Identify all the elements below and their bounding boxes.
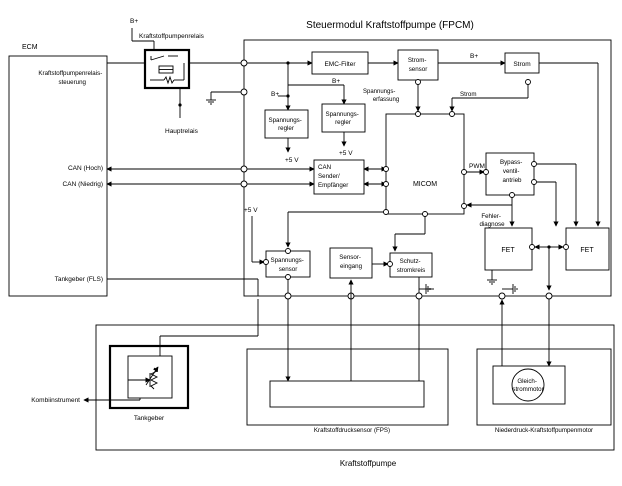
fps-inner-box [269, 380, 425, 408]
current-sensor-label: Strom- sensor [408, 57, 428, 73]
voltage-sensing-line-2: erfassung [373, 97, 399, 103]
emc-filter-label: EMC-Filter [324, 61, 356, 68]
micom-label: MICOM [413, 181, 437, 188]
fuel-pressure-sensor [246, 348, 449, 426]
current-line-label: Strom [460, 91, 477, 98]
sensor-input-line-1: Sensor- [339, 254, 361, 261]
voltage-regulator-1-line-2: regler [278, 125, 294, 132]
current-sensor [397, 49, 439, 81]
dc-motor [511, 368, 545, 402]
fuel-pump-label: Kraftstoffpumpe [340, 459, 397, 468]
can-transceiver [313, 159, 365, 195]
plus5v-label-3: +5 V [244, 207, 258, 214]
relay-control-line-2: steuerung [58, 79, 86, 86]
sensor-input-line-2: eingang [340, 263, 363, 270]
protection-circuit-line-1: Schutz- [400, 258, 421, 265]
voltage-regulator-2-line-2: regler [335, 119, 351, 126]
motor-label: Niederdruck-Kraftstoffpumpenmotor [495, 427, 593, 434]
fuel-pump-box [95, 324, 615, 451]
protection-circuit [389, 252, 433, 278]
fault-diagnosis-label: Fehler- diagnose [479, 213, 505, 228]
voltage-sensing-line-1: Spannungs- [363, 89, 395, 95]
instrument-cluster-label: Kombiinstrument [31, 397, 80, 404]
ecm-label: ECM [22, 44, 38, 51]
relay-supply-label: B+ [130, 18, 138, 25]
plus5v-label-2: +5 V [339, 150, 353, 157]
relay-control-label: Kraftstoffpumpenrelais- steuerung [38, 70, 104, 86]
fault-diagnosis-line-2: diagnose [479, 221, 505, 228]
battery-label-1: B+ [271, 91, 279, 98]
pwm-label: PWM [469, 163, 485, 170]
can-transceiver-line-3: Empfänger [318, 182, 348, 189]
voltage-sensor [265, 250, 311, 278]
bypass-valve-line-1: Bypass- [500, 159, 522, 166]
battery-label-2: B+ [470, 53, 478, 60]
bypass-valve-line-3: antrieb [503, 177, 522, 184]
tank-sender-label: Tankgeber [134, 415, 165, 422]
voltage-regulator-2 [321, 103, 366, 133]
protection-circuit-label: Schutz- stromkreis [397, 258, 426, 274]
can-transceiver-line-1: CAN [318, 164, 331, 171]
fault-diagnosis-line-1: Fehler- [481, 213, 501, 220]
fet-1-label: FET [501, 247, 515, 254]
current-box-label: Strom [513, 61, 530, 68]
dc-motor-line-1: Gleich- [517, 378, 537, 385]
can-transceiver-line-2: Sender/ [318, 173, 340, 180]
sensor-input-label: Sensor- eingang [339, 254, 362, 270]
voltage-regulator-1-label: Spannungs- regler [268, 117, 303, 132]
dc-motor-line-2: strommotor [512, 386, 543, 393]
voltage-sensor-label: Spannungs- sensor [270, 257, 305, 273]
protection-circuit-line-2: stromkreis [397, 267, 426, 274]
diagram-title: Steuermodul Kraftstoffpumpe (FPCM) [306, 20, 474, 31]
voltage-sensor-line-2: sensor [279, 266, 298, 273]
fet-2 [565, 227, 610, 271]
voltage-sensing-label: Spannungs- erfassung [363, 89, 399, 103]
bypass-valve-line-2: ventil- [503, 168, 520, 175]
battery-label-3: B+ [332, 78, 340, 85]
can-low-label: CAN (Niedrig) [63, 181, 103, 188]
voltage-regulator-2-line-1: Spannungs- [325, 111, 358, 118]
main-relay-label: Hauptrelais [165, 128, 199, 135]
can-transceiver-label: CAN Sender/ Empfänger [318, 164, 348, 189]
fps-label: Kraftstoffdrucksensor (FPS) [314, 427, 390, 434]
relay-control-line-1: Kraftstoffpumpenrelais- [38, 70, 102, 77]
voltage-regulator-1-line-1: Spannungs- [268, 117, 301, 124]
can-high-label: CAN (Hoch) [68, 165, 103, 172]
ecm-tank-sender-label: Tankgeber (FLS) [55, 276, 103, 283]
low-pressure-motor-box [476, 348, 612, 426]
current-sensor-line-1: Strom- [408, 57, 427, 64]
plus5v-label-1: +5 V [285, 157, 299, 164]
voltage-sensor-line-1: Spannungs- [270, 257, 303, 264]
ecm-box [8, 55, 108, 297]
bypass-valve-label: Bypass- ventil- antrieb [500, 159, 524, 184]
micom [385, 113, 465, 215]
relay-label: Kraftstoffpumpenrelais [139, 33, 205, 40]
voltage-regulator-2-label: Spannungs- regler [325, 111, 360, 126]
fet-2-label: FET [580, 247, 594, 254]
voltage-regulator-1 [264, 109, 309, 139]
current-sensor-line-2: sensor [409, 66, 428, 73]
sensor-input [329, 247, 373, 279]
dc-motor-label: Gleich- strommotor [512, 378, 543, 393]
